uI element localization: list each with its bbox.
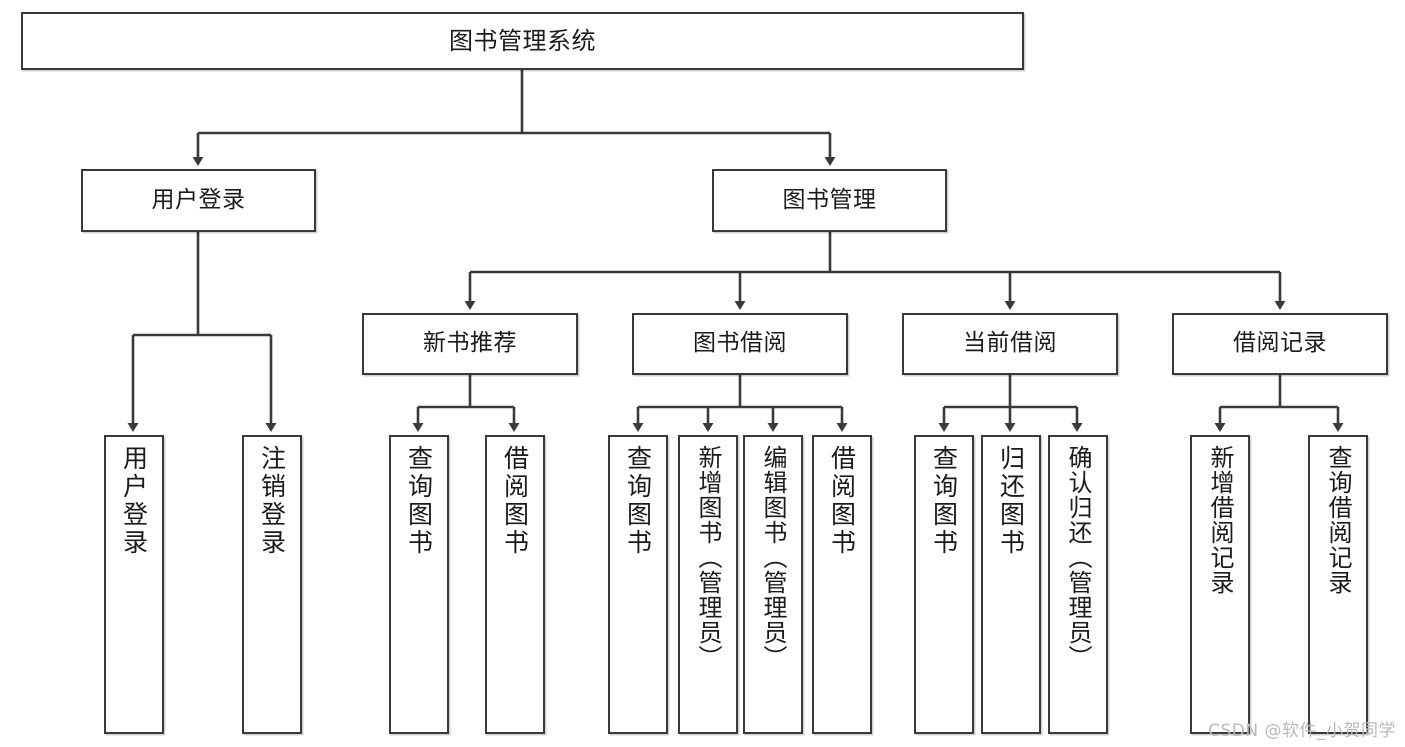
leaf-new-book-borrow-label: 借阅图书 xyxy=(500,445,530,557)
node-user-login[interactable]: 用户登录 xyxy=(81,169,316,232)
leaf-book-borrow-add-label: 新增图书（管理员） xyxy=(694,445,722,670)
node-current-borrow-label: 当前借阅 xyxy=(963,330,1057,357)
leaf-book-borrow-query[interactable]: 查询图书 xyxy=(608,435,668,734)
node-root-system[interactable]: 图书管理系统 xyxy=(21,12,1024,70)
node-book-borrow[interactable]: 图书借阅 xyxy=(632,313,848,375)
leaf-book-borrow-edit-label: 编辑图书（管理员） xyxy=(759,445,787,670)
leaf-borrow-record-add[interactable]: 新增借阅记录 xyxy=(1190,435,1250,734)
node-borrow-record[interactable]: 借阅记录 xyxy=(1172,313,1388,375)
leaf-borrow-record-add-label: 新增借阅记录 xyxy=(1206,445,1234,595)
leaf-book-borrow-borrow[interactable]: 借阅图书 xyxy=(812,435,872,734)
leaf-user-login-login[interactable]: 用户登录 xyxy=(104,435,164,734)
node-book-management-label: 图书管理 xyxy=(782,186,877,213)
node-borrow-record-label: 借阅记录 xyxy=(1233,330,1327,357)
leaf-current-borrow-query[interactable]: 查询图书 xyxy=(914,435,974,734)
leaf-book-borrow-query-label: 查询图书 xyxy=(623,445,653,557)
leaf-new-book-query-label: 查询图书 xyxy=(404,445,434,557)
node-new-book-recommend-label: 新书推荐 xyxy=(423,330,517,357)
leaf-current-borrow-return[interactable]: 归还图书 xyxy=(981,435,1041,734)
leaf-current-borrow-query-label: 查询图书 xyxy=(929,445,959,557)
node-book-borrow-label: 图书借阅 xyxy=(693,330,787,357)
leaf-user-login-logout-label: 注销登录 xyxy=(257,445,287,557)
leaf-book-borrow-borrow-label: 借阅图书 xyxy=(827,445,857,557)
node-book-management[interactable]: 图书管理 xyxy=(712,169,947,232)
leaf-book-borrow-add[interactable]: 新增图书（管理员） xyxy=(678,435,738,734)
node-new-book-recommend[interactable]: 新书推荐 xyxy=(362,313,578,375)
node-root-system-label: 图书管理系统 xyxy=(449,26,596,55)
leaf-new-book-borrow[interactable]: 借阅图书 xyxy=(485,435,545,734)
node-current-borrow[interactable]: 当前借阅 xyxy=(902,313,1118,375)
leaf-user-login-login-label: 用户登录 xyxy=(119,445,149,557)
leaf-borrow-record-query-label: 查询借阅记录 xyxy=(1324,445,1352,595)
leaf-current-borrow-confirm-label: 确认归还（管理员） xyxy=(1064,445,1092,670)
leaf-current-borrow-confirm[interactable]: 确认归还（管理员） xyxy=(1048,435,1108,734)
leaf-borrow-record-query[interactable]: 查询借阅记录 xyxy=(1308,435,1368,734)
leaf-new-book-query[interactable]: 查询图书 xyxy=(389,435,449,734)
leaf-user-login-logout[interactable]: 注销登录 xyxy=(242,435,302,734)
csdn-watermark: CSDN @软件_小贺同学 xyxy=(1208,721,1396,741)
leaf-current-borrow-return-label: 归还图书 xyxy=(996,445,1026,557)
node-user-login-label: 用户登录 xyxy=(151,186,246,213)
leaf-book-borrow-edit[interactable]: 编辑图书（管理员） xyxy=(743,435,803,734)
